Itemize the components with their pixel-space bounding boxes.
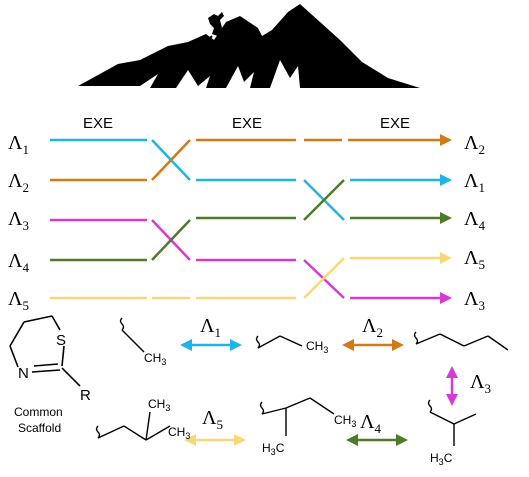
wavy-bond-icon — [413, 331, 419, 345]
svg-text:Λ2: Λ2 — [8, 170, 29, 195]
scaffold-atom-s: S — [56, 332, 66, 349]
arrowhead-yellow — [440, 252, 452, 264]
substituent-sec-butyl — [259, 397, 335, 436]
sec-butyl-ch3: CH3 — [334, 413, 356, 429]
left-label-3: Λ3 — [8, 208, 29, 233]
exchange-lines — [50, 138, 442, 300]
wavy-bond-icon — [255, 335, 261, 349]
methyl-ch3: CH3 — [144, 351, 166, 367]
common-scaffold-structure — [9, 315, 81, 387]
substituent-methyl — [119, 317, 145, 353]
right-label-3: Λ4 — [464, 208, 486, 233]
substituent-ethyl — [255, 335, 303, 349]
double-arrow-l1 — [180, 339, 242, 351]
scaffold-caption-line2: Scaffold — [18, 421, 61, 435]
line-orange-cross1 — [151, 139, 191, 181]
scaffold-atom-n: N — [18, 365, 29, 382]
left-label-1: Λ1 — [8, 132, 29, 157]
exchange-label-l4: Λ4 — [360, 411, 382, 436]
double-arrow-l3 — [446, 366, 458, 406]
svg-text:Λ2: Λ2 — [464, 132, 485, 157]
wavy-bond-icon — [259, 401, 265, 415]
svg-text:Λ4: Λ4 — [360, 411, 382, 436]
climber-icon — [206, 12, 224, 47]
left-label-5: Λ5 — [8, 288, 29, 313]
stage-label-exe-1: EXE — [83, 115, 113, 132]
exchange-label-l2: Λ2 — [362, 315, 383, 340]
scaffold-caption-line1: Common — [14, 405, 63, 419]
svg-text:Λ4: Λ4 — [8, 250, 30, 275]
mountain-icon — [78, 4, 420, 88]
double-arrow-l5 — [184, 434, 246, 446]
arrowhead-orange — [440, 134, 452, 146]
line-green-cross2 — [303, 179, 345, 221]
svg-text:Λ5: Λ5 — [464, 247, 485, 272]
wavy-bond-icon — [95, 425, 101, 439]
double-arrow-l2 — [342, 339, 404, 351]
svg-text:Λ3: Λ3 — [470, 371, 491, 396]
right-label-2: Λ1 — [464, 170, 485, 195]
isobutyl-ch3-right: CH3 — [168, 425, 190, 441]
exchange-label-l3: Λ3 — [470, 371, 491, 396]
left-label-2: Λ2 — [8, 170, 29, 195]
substituent-isobutyl — [95, 411, 171, 441]
substituent-isopropyl — [427, 399, 477, 446]
wavy-bond-icon — [427, 399, 433, 413]
right-label-1: Λ2 — [464, 132, 485, 157]
sec-butyl-h3c: H3C — [262, 441, 285, 457]
svg-text:Λ1: Λ1 — [464, 170, 485, 195]
arrowhead-magenta — [440, 292, 452, 304]
line-green-cross1 — [151, 219, 191, 261]
isopropyl-h3c: H3C — [430, 451, 453, 467]
svg-text:Λ3: Λ3 — [464, 288, 485, 313]
substituent-propyl — [413, 331, 509, 351]
double-arrow-l4 — [346, 434, 408, 446]
right-label-4: Λ5 — [464, 247, 485, 272]
wavy-bond-icon — [119, 317, 125, 331]
ethyl-ch3: CH3 — [306, 339, 328, 355]
isobutyl-ch3-top: CH3 — [148, 397, 170, 413]
svg-text:Λ5: Λ5 — [202, 407, 223, 432]
exchange-label-l1: Λ1 — [200, 315, 221, 340]
svg-text:Λ1: Λ1 — [200, 315, 221, 340]
line-yellow-cross2 — [303, 257, 345, 299]
exchange-label-l5: Λ5 — [202, 407, 223, 432]
svg-text:Λ5: Λ5 — [8, 288, 29, 313]
arrowheads — [440, 134, 452, 304]
stage-label-exe-2: EXE — [232, 115, 262, 132]
svg-text:Λ4: Λ4 — [464, 208, 486, 233]
right-label-5: Λ3 — [464, 288, 485, 313]
left-label-4: Λ4 — [8, 250, 30, 275]
svg-text:Λ3: Λ3 — [8, 208, 29, 233]
arrowhead-green — [440, 212, 452, 224]
scaffold-atom-r: R — [80, 387, 91, 404]
stage-label-exe-3: EXE — [380, 115, 410, 132]
svg-text:Λ2: Λ2 — [362, 315, 383, 340]
svg-text:Λ1: Λ1 — [8, 132, 29, 157]
arrowhead-blue — [440, 174, 452, 186]
